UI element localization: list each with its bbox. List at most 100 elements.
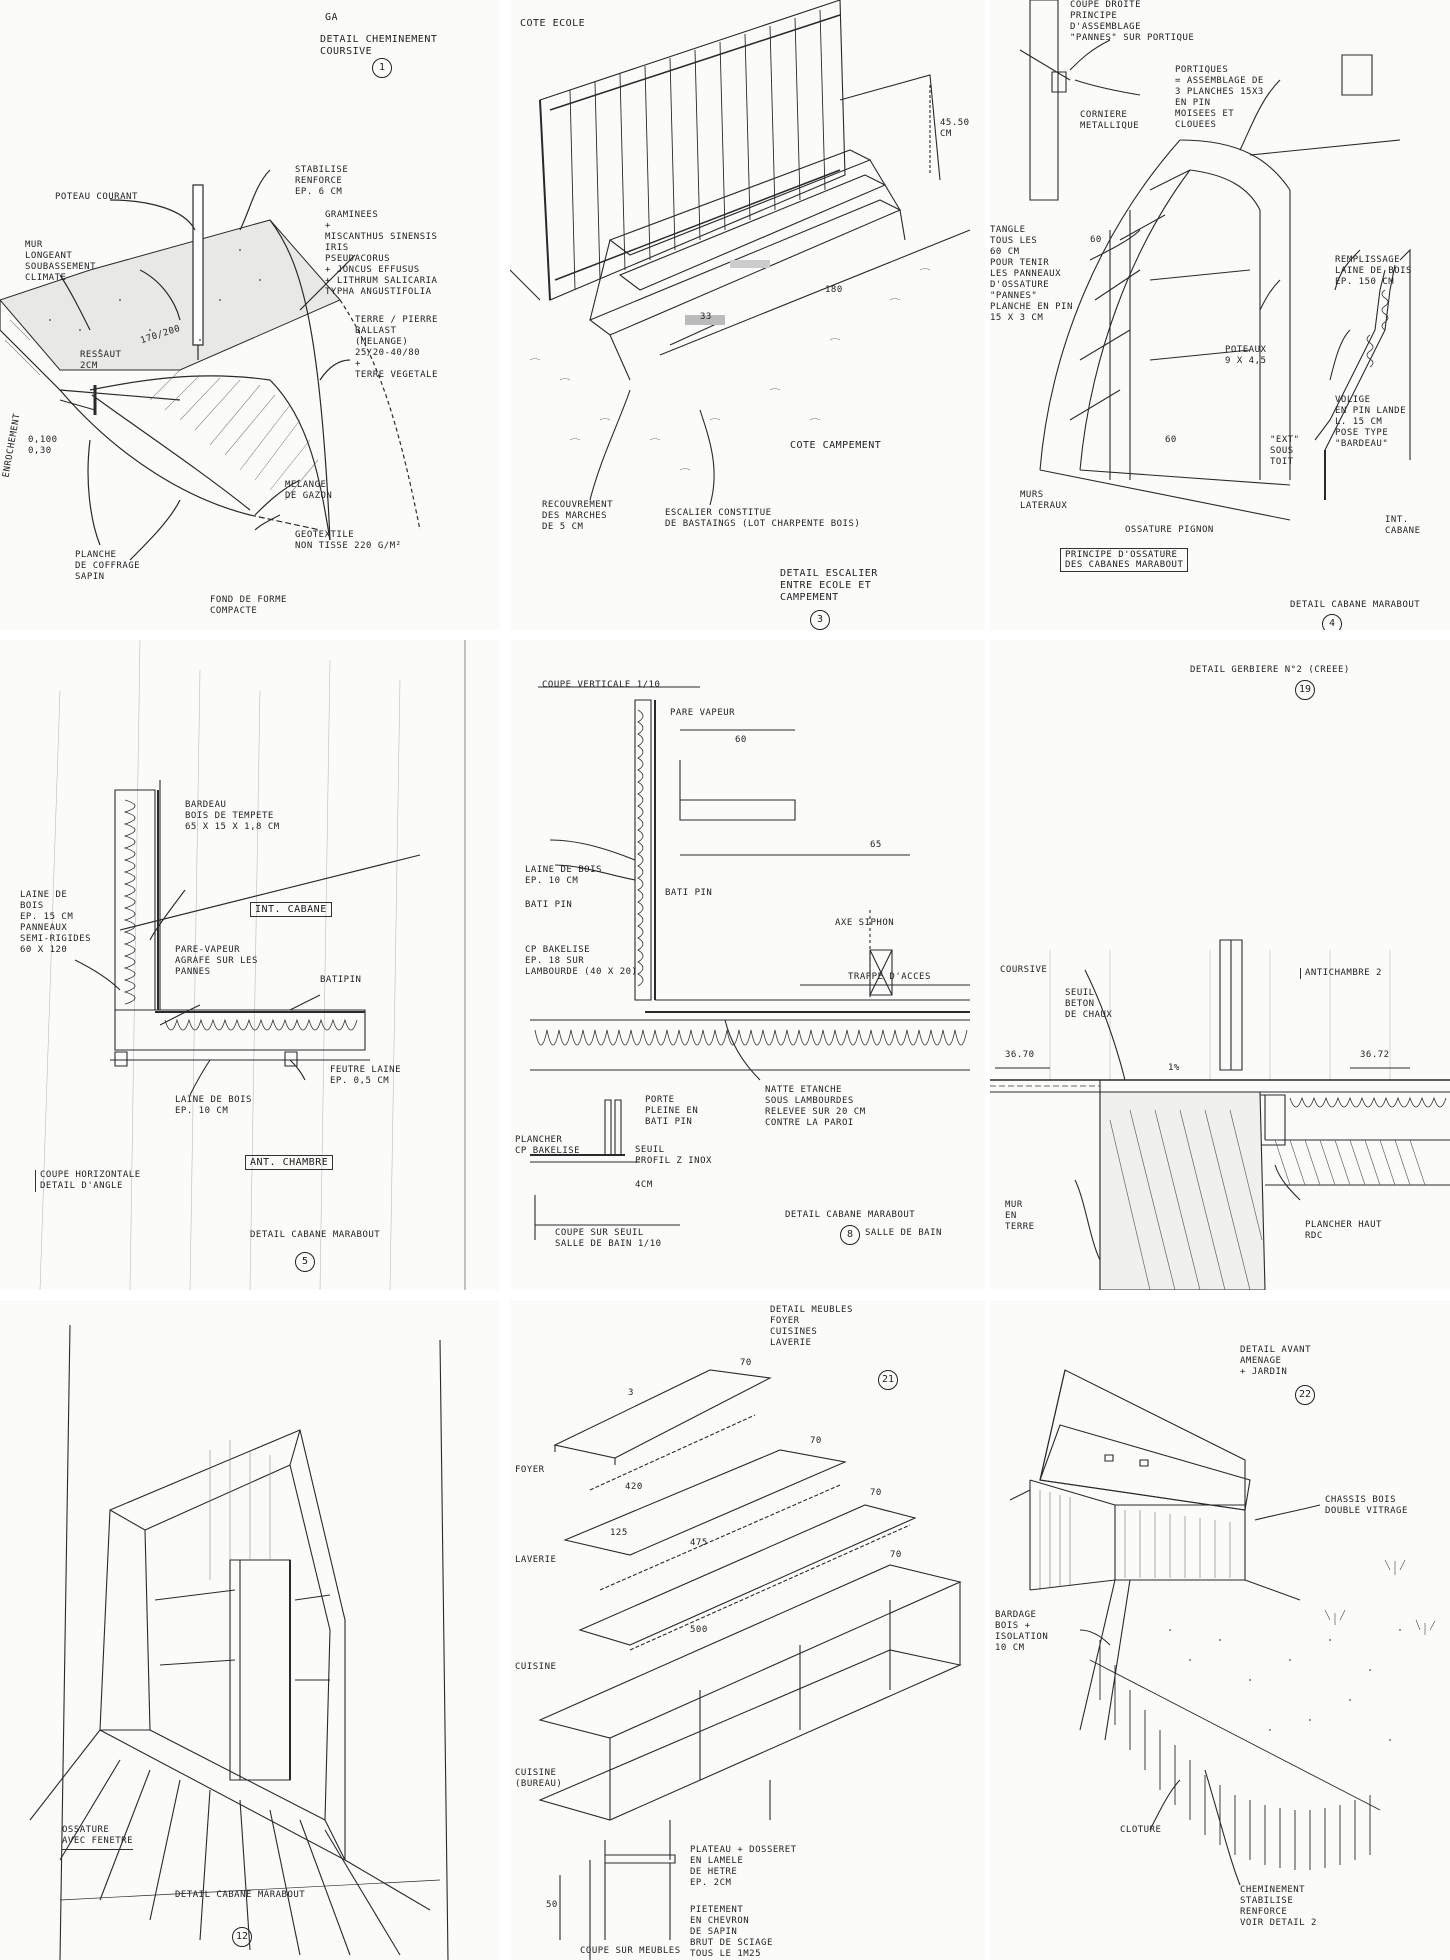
sketch-salle-de-bain xyxy=(510,640,985,1290)
label-laine-left: LAINE DE BOIS EP. 15 CM PANNEAUX SEMI-RI… xyxy=(20,890,92,955)
label-ossature: OSSATURE PIGNON xyxy=(1125,525,1214,535)
sheet-number: 21 xyxy=(878,1370,898,1390)
label-seuil: SEUIL BETON DE CHAUX xyxy=(1065,988,1113,1020)
label-cote-ecole: COTE ECOLE xyxy=(520,18,586,29)
sheet-detail-22: DETAIL AVANT AMENAGE + JARDIN 22 CHASSIS… xyxy=(990,1300,1450,1960)
sketch-meubles xyxy=(510,1300,985,1960)
label-laverie: LAVERIE xyxy=(515,1555,557,1565)
label-coursive: COURSIVE xyxy=(1000,965,1048,975)
sheet-detail-12: OSSATURE AVEC FENETRE DETAIL CABANE MARA… xyxy=(0,1300,500,1960)
sketch-detail-angle xyxy=(0,640,500,1290)
label-graminees: GRAMINEES + MISCANTHUS SINENSIS IRIS PSE… xyxy=(325,210,438,297)
sheet-number: 19 xyxy=(1295,680,1315,700)
label-coupe: COUPE HORIZONTALE DETAIL D'ANGLE xyxy=(35,1170,141,1192)
label-murs: MURS LATERAUX xyxy=(1020,490,1068,511)
title-prefix: GA xyxy=(325,12,339,23)
label-cloture: CLOTURE xyxy=(1120,1825,1162,1835)
label-cote-campement: COTE CAMPEMENT xyxy=(790,440,882,451)
dim-125: 125 xyxy=(610,1528,628,1538)
label-cuisine: CUISINE xyxy=(515,1662,557,1672)
label-bardeau: BARDEAU BOIS DE TEMPETE 65 x 15 x 1,8 CM xyxy=(185,800,280,832)
sketch-gerbiere xyxy=(990,640,1450,1290)
dim-180: 180 xyxy=(825,285,843,295)
label-levels: 0,100 0,30 xyxy=(28,435,58,456)
label-remplissage: REMPLISSAGE LAINE DE BOIS EP. 150 cm xyxy=(1335,255,1412,287)
label-natte: NATTE ETANCHE SOUS LAMBOURDES RELEVEE SU… xyxy=(765,1085,866,1128)
label-batipin: BATIPIN xyxy=(320,975,362,985)
dim-70-d: 70 xyxy=(890,1550,902,1560)
label-bati-pin-mid: BATI PIN xyxy=(665,888,713,898)
label-plancher: PLANCHER CP BAKELISE xyxy=(515,1135,581,1156)
label-axe: AXE SIPHON xyxy=(835,918,895,928)
label-coupe: COUPE SUR MEUBLES xyxy=(580,1946,681,1956)
label-pare-vapeur: PARE VAPEUR xyxy=(670,708,736,718)
label-pietement: PIETEMENT EN CHEVRON DE SAPIN BRUT DE SC… xyxy=(690,1905,773,1959)
dim-height: 45.50 cm xyxy=(940,118,970,139)
label-stabilise: STABILISE RENFORCE EP. 6 CM xyxy=(295,165,349,197)
label-mur: MUR LONGEANT SOUBASSEMENT CLIMATE xyxy=(25,240,97,283)
dim-475: 475 xyxy=(690,1538,708,1548)
dim-4cm: 4CM xyxy=(635,1180,653,1190)
label-feutre: FEUTRE LAINE EP. 0,5 CM xyxy=(330,1065,402,1086)
dim-500: 500 xyxy=(690,1625,708,1635)
label-terre: TERRE / PIERRE BALLAST (MELANGE) 25/20-4… xyxy=(355,315,438,380)
sketch-ossature-fenetre xyxy=(0,1300,500,1960)
sheet-detail-3: COTE ECOLE 45.50 cm 33 180 COTE CAMPEMEN… xyxy=(510,0,985,630)
dim-60: 60 xyxy=(735,735,747,745)
label-trappe: TRAPPE D'ACCES xyxy=(848,972,931,982)
label-cp: CP BAKELISE EP. 18 SUR LAMBOURDE (40 x 2… xyxy=(525,945,638,977)
label-planche: PLANCHE DE COFFRAGE SAPIN xyxy=(75,550,141,582)
label-int-cabane: INT. CABANE xyxy=(250,902,332,917)
label-laine-bottom: LAINE DE BOIS EP. 10 CM xyxy=(175,1095,252,1116)
label-ressaut: RESSAUT 2CM xyxy=(80,350,122,371)
label-int: INT. CABANE xyxy=(1385,515,1421,536)
sheet-number: 22 xyxy=(1295,1385,1315,1405)
label-melange: MELANGE DE GAZON xyxy=(285,480,333,501)
sheet-detail-8: COUPE VERTICALE 1/10 PARE VAPEUR 60 65 L… xyxy=(510,640,985,1290)
label-volige: VOLIGE EN PIN LANDE L. 15 cm POSE TYPE "… xyxy=(1335,395,1407,449)
label-coupe-droite: COUPE DROITE PRINCIPE D'ASSEMBLAGE "PANN… xyxy=(1070,0,1195,43)
label-antichambre: ANTICHAMBRE 2 xyxy=(1300,968,1382,979)
dim-420: 420 xyxy=(625,1482,643,1492)
dim-70-b: 70 xyxy=(810,1436,822,1446)
label-cuisine-bureau: CUISINE (BUREAU) xyxy=(515,1768,563,1789)
sheet-number: 4 xyxy=(1322,614,1342,630)
sketch-escalier xyxy=(510,0,985,630)
label-poteaux: POTEAUX 9 x 4,5 xyxy=(1225,345,1267,366)
label-ant-chambre: ANT. CHAMBRE xyxy=(245,1155,334,1170)
label-bati-pin-left: BATI PIN xyxy=(525,900,573,910)
sheet-number: 8 xyxy=(840,1225,860,1245)
label-plancher: PLANCHER HAUT RDC xyxy=(1305,1220,1382,1241)
dim-3: 3 xyxy=(628,1388,634,1398)
sheet-number: 3 xyxy=(810,610,830,630)
label-ext: "EXT" SOUS TOIT xyxy=(1270,435,1300,467)
sheet-title: DETAIL AVANT AMENAGE + JARDIN xyxy=(1240,1345,1312,1377)
dim-33: 33 xyxy=(700,312,712,322)
sketch-amenage-jardin xyxy=(990,1300,1450,1960)
sketch-cheminement-coursive xyxy=(0,0,500,630)
sheet-title: DETAIL CHEMINEMENT COURSIVE xyxy=(320,34,438,57)
label-coupe-verticale: COUPE VERTICALE 1/10 xyxy=(542,680,661,690)
label-mur: MUR EN TERRE xyxy=(1005,1200,1035,1232)
label-bardage: BARDAGE BOIS + ISOLATION 10 CM xyxy=(995,1610,1049,1653)
label-tangle: TANGLE TOUS LES 60 CM POUR TENIR LES PAN… xyxy=(990,225,1073,323)
level-36-72: 36.72 xyxy=(1360,1050,1390,1060)
label-ossature: OSSATURE AVEC FENETRE xyxy=(62,1825,134,1850)
label-portiques: PORTIQUES = ASSEMBLAGE DE 3 PLANCHES 15x… xyxy=(1175,65,1264,130)
label-laine: LAINE DE BOIS EP. 10 CM xyxy=(525,865,602,886)
label-corniere: CORNIERE METALLIQUE xyxy=(1080,110,1140,131)
label-pare: PARE-VAPEUR AGRAFE SUR LES PANNES xyxy=(175,945,258,977)
label-geotextile: GEOTEXTILE NON TISSE 220 g/m² xyxy=(295,530,402,551)
dim-70-a: 70 xyxy=(740,1358,752,1368)
label-poteau: POTEAU COURANT xyxy=(55,192,138,202)
label-cheminement: CHEMINEMENT STABILISE RENFORCE VOIR DETA… xyxy=(1240,1885,1317,1928)
sheet-title: DETAIL CABANE MARABOUT xyxy=(785,1210,916,1220)
level-36-70: 36.70 xyxy=(1005,1050,1035,1060)
sheet-number: 1 xyxy=(372,58,392,78)
label-escalier: ESCALIER CONSTITUE DE BASTAINGS (LOT CHA… xyxy=(665,508,861,529)
label-porte: PORTE PLEINE EN BATI PIN xyxy=(645,1095,699,1127)
label-salle: SALLE DE BAIN xyxy=(865,1228,942,1238)
sheet-title: DETAIL GERBIERE N°2 (CREEE) xyxy=(1190,665,1350,675)
sketch-cabane-ossature xyxy=(990,0,1450,630)
sheet-title: DETAIL CABANE MARABOUT xyxy=(250,1230,381,1240)
